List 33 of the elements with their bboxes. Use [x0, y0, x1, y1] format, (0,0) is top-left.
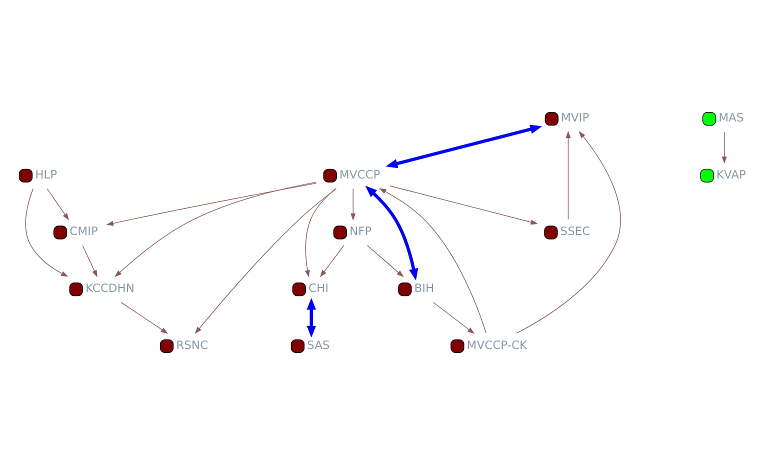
arrow: [722, 131, 727, 164]
node-label: KCCDHN: [85, 281, 135, 296]
arrow: [516, 131, 621, 334]
arrow: [386, 124, 542, 168]
arrow: [366, 245, 404, 278]
arrow: [365, 186, 418, 280]
node-label: MVCCP-CK: [466, 338, 528, 352]
arrow: [389, 185, 538, 225]
node-label: KVAP: [716, 167, 746, 182]
node-label: SSEC: [560, 224, 590, 238]
arrow: [46, 188, 70, 220]
node-label: NFP: [350, 224, 372, 238]
arrow: [566, 130, 571, 220]
arrow: [114, 182, 316, 278]
node-label: MVIP: [561, 110, 590, 125]
node-label: BIH: [414, 281, 434, 296]
arrow: [106, 182, 317, 226]
arrow: [120, 302, 168, 334]
node-label: SAS: [307, 338, 330, 352]
node-label: MAS: [718, 110, 744, 125]
node-label: MVCCP: [339, 167, 380, 182]
arrow: [82, 245, 98, 278]
arrow: [194, 188, 337, 334]
node-label: CHI: [308, 281, 329, 296]
arrow: [379, 188, 486, 334]
node-label: RSNC: [176, 338, 208, 352]
arrow: [306, 298, 316, 338]
arrow: [304, 188, 336, 278]
arrow: [320, 245, 344, 278]
arrow: [432, 302, 475, 334]
arrow: [350, 188, 356, 221]
node-label: CMIP: [70, 224, 98, 238]
node-label: HLP: [35, 167, 58, 182]
